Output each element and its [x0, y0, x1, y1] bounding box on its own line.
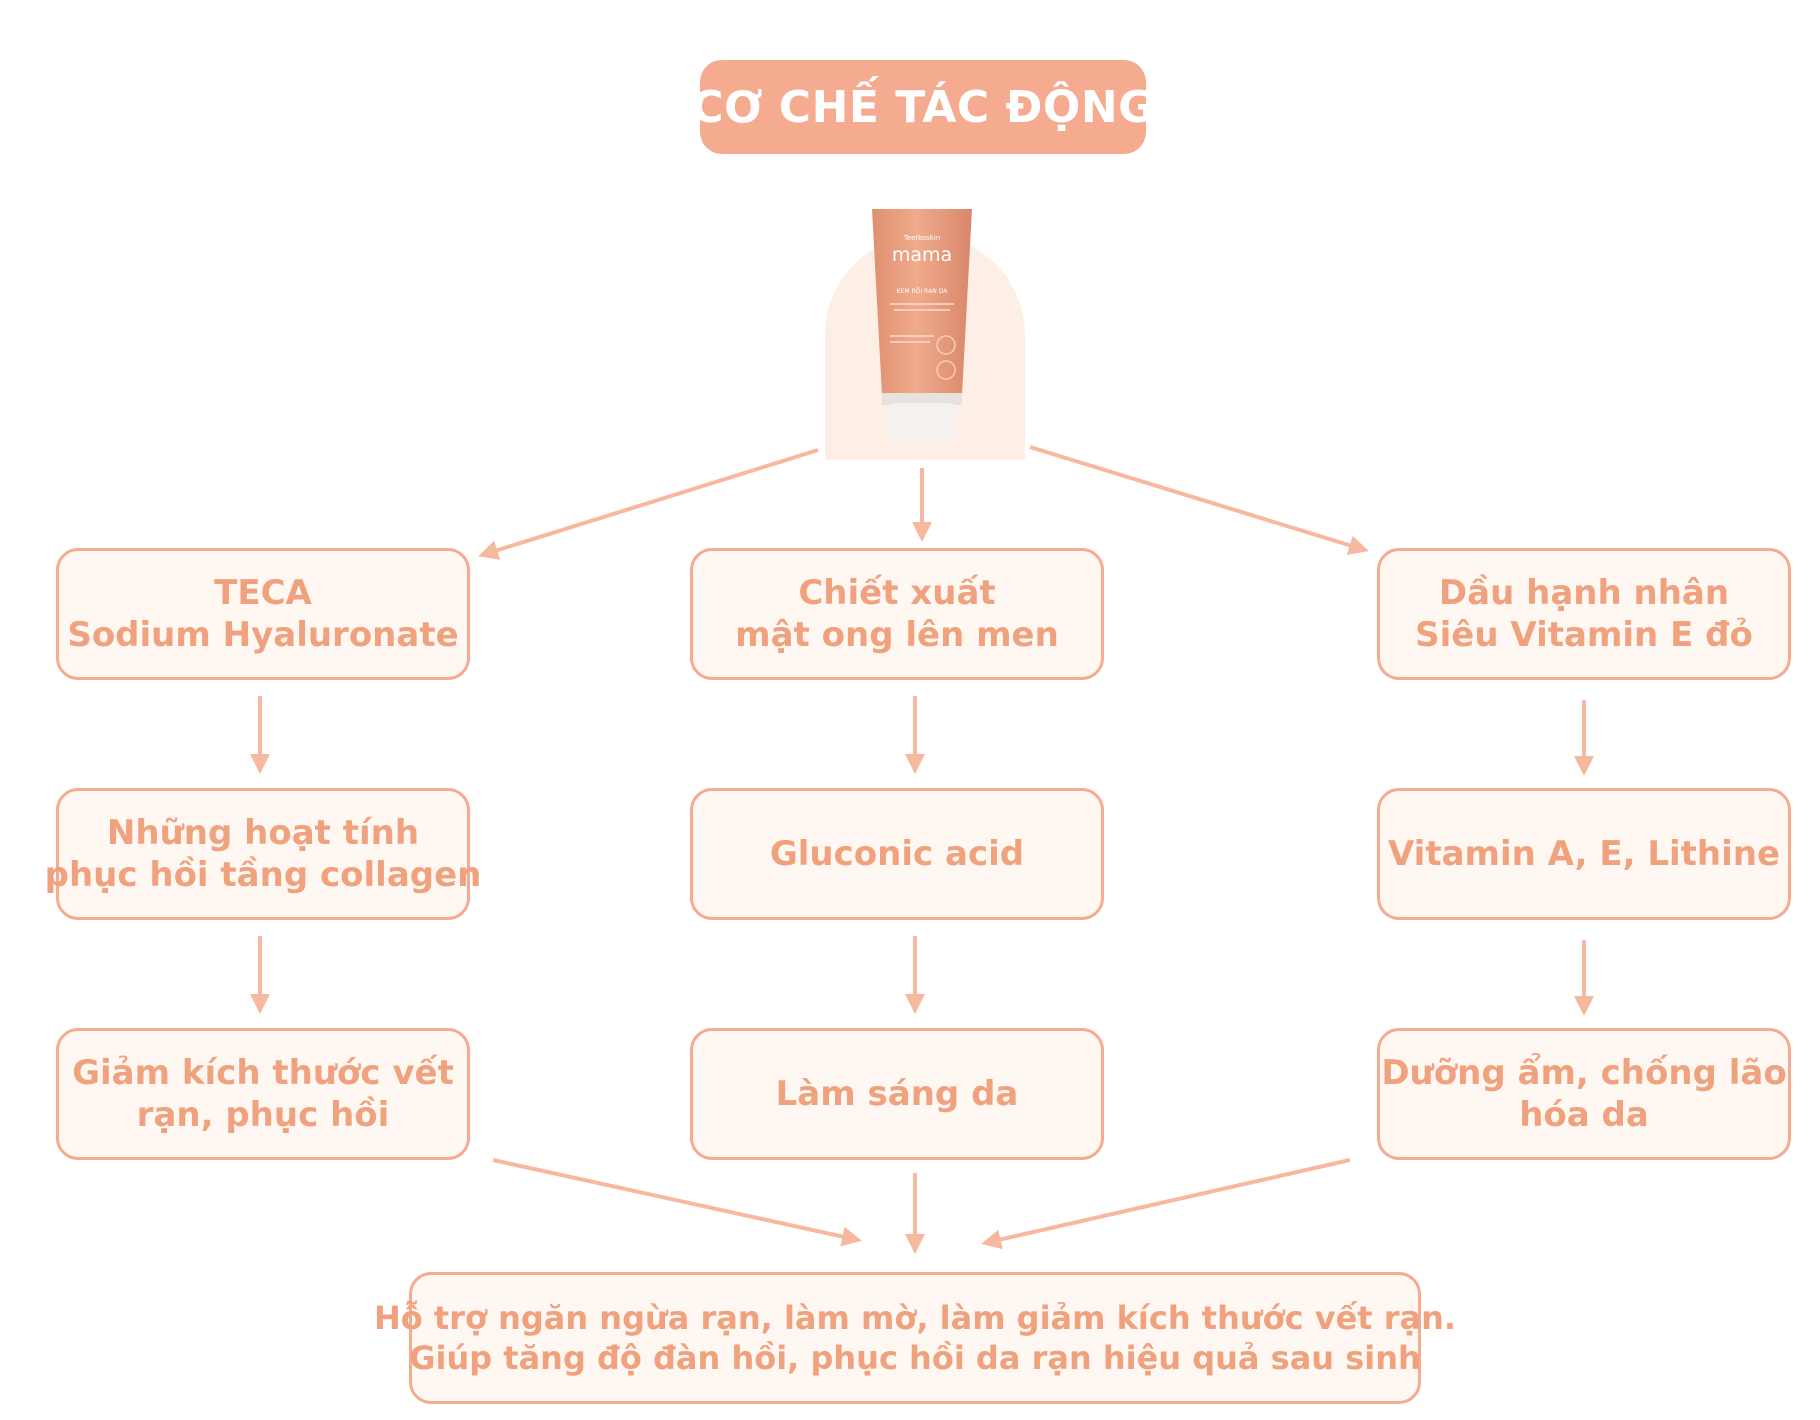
active-line: Vitamin A, E, Lithine: [1387, 833, 1781, 874]
product-subtitle: KEM RÔI RẠN DA: [897, 288, 949, 295]
active-line: Gluconic acid: [769, 833, 1025, 874]
effect-box-reduce-marks: Giảm kích thước vết rạn, phục hồi: [56, 1028, 470, 1160]
ingredient-line: TECA: [214, 572, 312, 613]
effect-box-moisturize: Dưỡng ẩm, chống lão hóa da: [1377, 1028, 1791, 1160]
effect-line: Làm sáng da: [775, 1073, 1019, 1114]
result-line: Giúp tăng độ đàn hồi, phục hồi da rạn hi…: [409, 1339, 1421, 1377]
active-line: Những hoạt tính: [106, 812, 420, 853]
active-box-collagen: Những hoạt tính phục hồi tầng collagen: [45, 788, 481, 920]
diagram-title: CƠ CHẾ TÁC ĐỘNG: [691, 60, 1154, 154]
ingredient-line: Chiết xuất: [798, 572, 996, 613]
ingredient-line: mật ong lên men: [735, 615, 1059, 655]
result-line: Hỗ trợ ngăn ngừa rạn, làm mờ, làm giảm k…: [373, 1299, 1457, 1337]
effect-line: Dưỡng ẩm, chống lão: [1381, 1052, 1787, 1093]
arrow-product-to-col3: [1029, 445, 1369, 555]
effect-line: hóa da: [1519, 1095, 1649, 1135]
ingredient-box-almond-oil: Dầu hạnh nhân Siêu Vitamin E đỏ: [1377, 548, 1791, 680]
result-box: Hỗ trợ ngăn ngừa rạn, làm mờ, làm giảm k…: [374, 1272, 1456, 1404]
active-box-vitamins: Vitamin A, E, Lithine: [1377, 788, 1791, 920]
ingredient-line: Sodium Hyaluronate: [67, 615, 459, 655]
product-name: mama: [892, 244, 952, 266]
ingredient-line: Dầu hạnh nhân: [1438, 572, 1730, 613]
arrow-product-to-col1: [478, 448, 819, 560]
effect-box-brighten: Làm sáng da: [690, 1028, 1104, 1160]
product-brand: Teetkoskin: [903, 234, 941, 242]
effect-line: Giảm kích thước vết: [72, 1052, 454, 1093]
ingredient-box-honey: Chiết xuất mật ong lên men: [690, 548, 1104, 680]
active-line: phục hồi tầng collagen: [44, 855, 482, 895]
active-box-gluconic-acid: Gluconic acid: [690, 788, 1104, 920]
effect-line: rạn, phục hồi: [136, 1095, 390, 1135]
arrow-col3-to-result: [981, 1158, 1351, 1250]
arrow-col1-to-result: [492, 1158, 862, 1247]
product-tube-image: Teetkoskin mama KEM RÔI RẠN DA: [872, 209, 972, 441]
ingredient-line: Siêu Vitamin E đỏ: [1415, 615, 1753, 655]
ingredient-box-teca: TECA Sodium Hyaluronate: [56, 548, 470, 680]
